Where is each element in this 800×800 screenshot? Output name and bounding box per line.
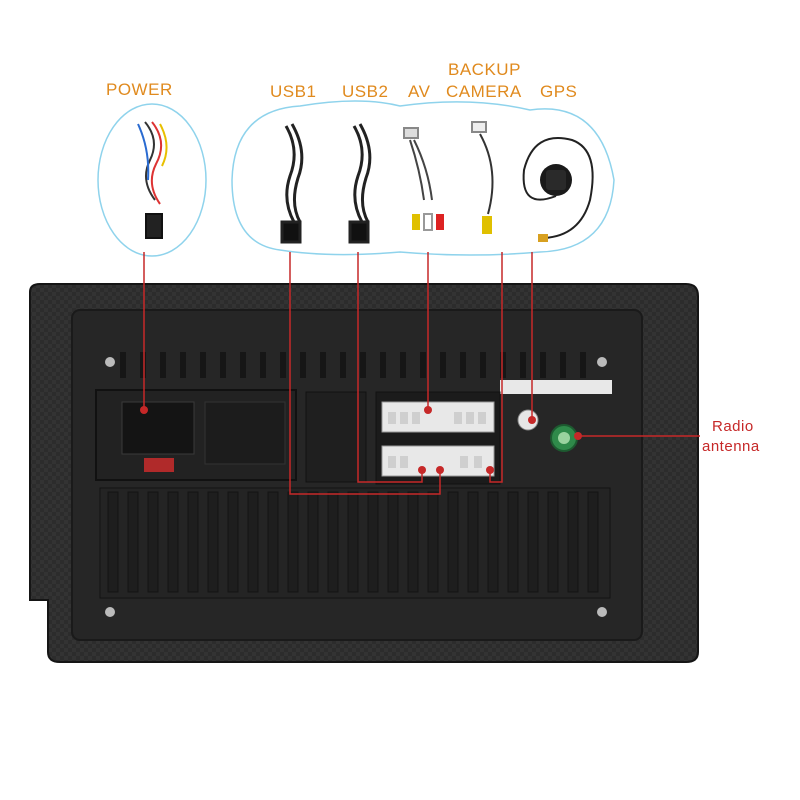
rca-cable-icon (403, 127, 444, 231)
screw-icon (597, 607, 607, 617)
power-socket (121, 401, 195, 455)
serial-sticker (500, 380, 612, 394)
backup-label-line2: CAMERA (446, 82, 522, 101)
wire-harness-icon (137, 121, 168, 239)
screw-icon (105, 357, 115, 367)
radio-label-line2: antenna (702, 438, 760, 455)
cooling-fins (99, 487, 611, 599)
head-unit-back-panel (29, 283, 699, 663)
top-vent-slots (120, 352, 586, 378)
cables-bubble (231, 100, 615, 256)
usb1-leader (289, 252, 441, 495)
av-label: AV (408, 82, 431, 101)
usb2-leader (357, 252, 423, 483)
fuse (144, 458, 174, 472)
leader-lines (143, 252, 700, 495)
screw-icon (105, 607, 115, 617)
radio-label-line1: Radio (712, 418, 754, 435)
usb2-label: USB2 (342, 82, 389, 101)
usb-cable-icon (348, 123, 372, 244)
usb1-label: USB1 (270, 82, 317, 101)
av-connector (381, 401, 495, 433)
rca-cable-icon (471, 121, 494, 234)
backup-label-line1: BACKUP (448, 60, 521, 79)
usb-cable-icon (280, 123, 304, 244)
power-label: POWER (106, 80, 173, 99)
gps-antenna-icon (522, 137, 594, 242)
connection-dots (140, 406, 582, 474)
backup-leader (489, 252, 503, 483)
gps-label: GPS (540, 82, 578, 101)
screw-icon (597, 357, 607, 367)
